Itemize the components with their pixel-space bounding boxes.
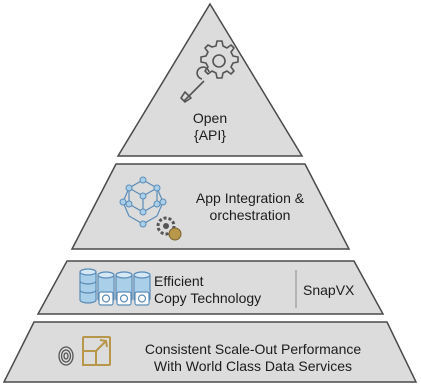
tier-open-api-line-2: {API} <box>194 127 226 143</box>
tier-app-integration-line-1: App Integration & <box>195 190 305 206</box>
tier-copy-tech-line-2: Copy Technology <box>154 290 262 306</box>
tier-open-api-line-1: Open <box>192 110 228 126</box>
tier-open-api-label: Open {API} <box>170 110 250 144</box>
network-cube-icon <box>119 176 182 241</box>
snapvx-label: SnapVX <box>303 282 355 298</box>
tier-copy-tech-line-1: Efficient <box>154 273 204 289</box>
tier-app-integration-label: App Integration & orchestration <box>180 190 320 224</box>
tier-copy-tech-label: Efficient Copy Technology <box>154 273 294 307</box>
tier-scale-out-line-2: With World Class Data Services <box>153 358 353 374</box>
gear-wrench-icon <box>180 40 239 103</box>
tier-scale-out-line-1: Consistent Scale-Out Performance <box>144 341 362 357</box>
fingerprint-icon <box>58 346 74 366</box>
tier-scale-out-label: Consistent Scale-Out Performance With Wo… <box>112 341 394 375</box>
database-snapshot-icon <box>79 268 151 306</box>
expand-box-icon <box>82 336 111 366</box>
tier-app-integration-line-2: orchestration <box>209 207 291 223</box>
tier-open-api <box>116 2 304 157</box>
tier-app-integration <box>70 163 351 250</box>
